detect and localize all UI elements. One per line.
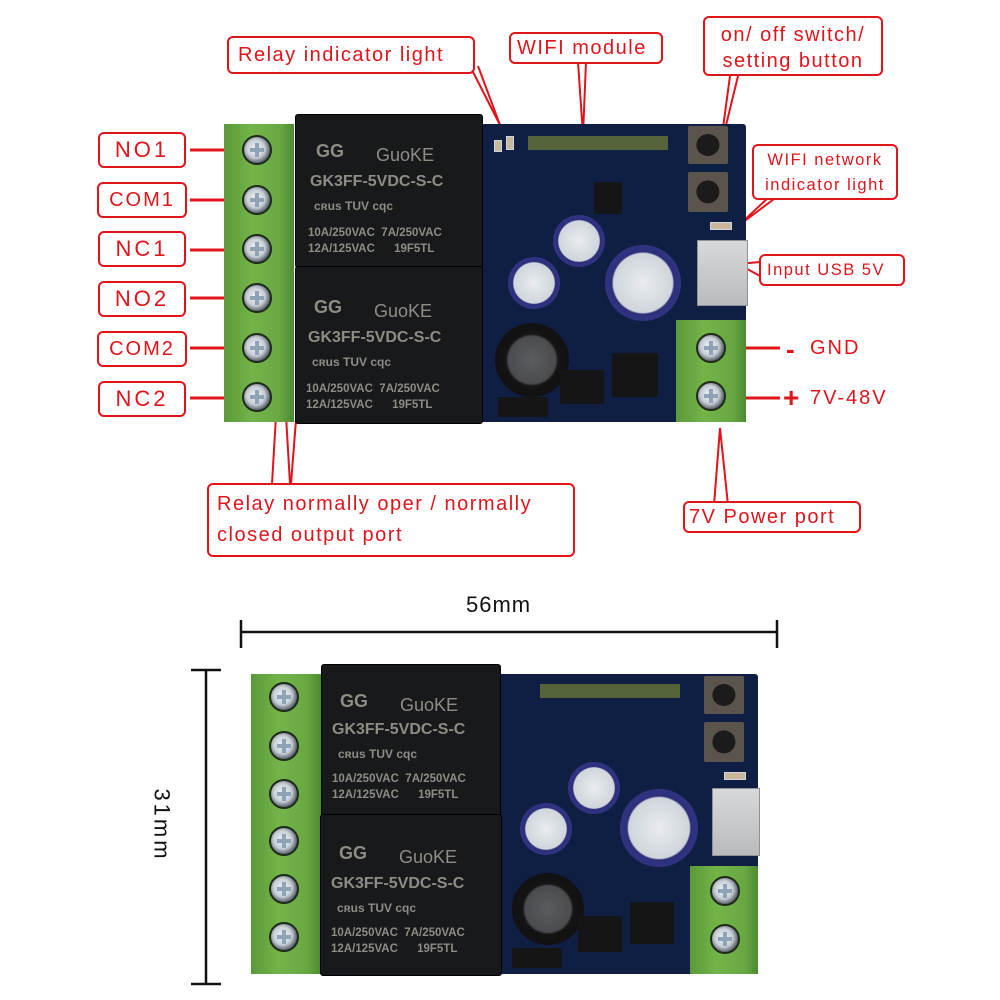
pin-label-com1: COM1 [97, 182, 187, 218]
relay-brand: GuoKE [400, 695, 459, 715]
terminal-screw [269, 779, 299, 809]
callout-power-port: 7V Power port [683, 501, 861, 533]
wifi-indicator-led [710, 222, 732, 230]
usb-port [712, 788, 760, 856]
relay-spec-2: 12A/125VAC 19F5TL [306, 399, 433, 411]
relay-cert: cʀus TUV cqc [312, 355, 392, 369]
terminal-screw [269, 922, 299, 952]
inductor [512, 873, 584, 945]
gnd-label: GND [810, 337, 861, 359]
callout-relay-output-line2: closed output port [217, 524, 403, 546]
relay-brand: GuoKE [376, 145, 435, 165]
wifi-module [528, 136, 668, 150]
pin-label-no2: NO2 [98, 281, 186, 317]
relay-brand: GuoKE [374, 301, 433, 321]
relay-spec-1: 10A/250VAC 7A/250VAC [308, 227, 442, 239]
relay-cert: cʀus TUV cqc [338, 747, 418, 761]
callout-wifi-module: WIFI module [509, 32, 663, 64]
chip-rectifier [612, 353, 658, 397]
wifi-indicator-led [724, 772, 746, 780]
vin-label: 7V-48V [810, 387, 888, 409]
chip-u1 [560, 370, 604, 404]
relay-2: GG GuoKE GK3FF-5VDC-S-C cʀus TUV cqc 10A… [295, 266, 483, 424]
callout-relay-output-line1: Relay normally oper / normally [217, 493, 533, 515]
dimension-lines [191, 620, 779, 986]
capacitor [520, 803, 572, 855]
terminal-screw [269, 731, 299, 761]
relay-logo: GG [339, 843, 368, 863]
chip-rectifier [630, 902, 674, 944]
callout-wifi-network: WIFI network indicator light [752, 144, 898, 200]
relay-spec-2: 12A/125VAC 19F5TL [331, 943, 458, 955]
callout-onoff-line2: setting button [722, 50, 864, 72]
terminal-screw-com2 [242, 333, 272, 363]
capacitor [620, 789, 698, 867]
relay-2: GG GuoKE GK3FF-5VDC-S-C cʀus TUV cqc 10A… [320, 814, 502, 976]
setting-button [688, 172, 728, 212]
terminal-screw [269, 826, 299, 856]
relay-1: GG GuoKE GK3FF-5VDC-S-C cʀus TUV cqc 10A… [295, 114, 483, 268]
capacitor [568, 762, 620, 814]
terminal-screw [710, 876, 740, 906]
height-dimension-label: 31mm [149, 788, 175, 862]
relay-logo: GG [316, 141, 345, 161]
inductor [495, 323, 569, 397]
relay-spec-1: 10A/250VAC 7A/250VAC [332, 773, 466, 785]
relay-logo: GG [314, 297, 343, 317]
terminal-screw [269, 874, 299, 904]
relay-1: GG GuoKE GK3FF-5VDC-S-C cʀus TUV cqc 10A… [321, 664, 501, 818]
relay-cert: cʀus TUV cqc [314, 199, 394, 213]
relay-logo: GG [340, 691, 369, 711]
terminal-screw-com1 [242, 185, 272, 215]
diode-d1 [512, 948, 562, 968]
chip-u1 [578, 916, 622, 952]
relay-model: GK3FF-5VDC-S-C [308, 329, 442, 346]
relay-spec-2: 12A/125VAC 19F5TL [332, 789, 459, 801]
pin-label-nc2: NC2 [98, 381, 186, 417]
relay-model: GK3FF-5VDC-S-C [310, 173, 444, 190]
callout-onoff-switch: on/ off switch/ setting button [703, 16, 883, 76]
pin-label-nc1: NC1 [98, 231, 186, 267]
relay-spec-1: 10A/250VAC 7A/250VAC [306, 383, 440, 395]
terminal-screw [710, 924, 740, 954]
usb-port [697, 240, 748, 306]
callout-wifi-network-line1: WIFI network [767, 151, 883, 169]
terminal-screw-vin [696, 381, 726, 411]
terminal-screw-no1 [242, 135, 272, 165]
callout-wifi-network-line2: indicator light [765, 176, 885, 194]
gnd-sign: - [786, 334, 797, 364]
pin-label-no1: NO1 [98, 132, 186, 168]
diode-d1 [498, 397, 548, 417]
callout-relay-output: Relay normally oper / normally closed ou… [207, 483, 575, 557]
setting-button [704, 722, 744, 762]
relay-model: GK3FF-5VDC-S-C [332, 721, 466, 738]
capacitor [553, 215, 605, 267]
terminal-screw-no2 [242, 283, 272, 313]
vin-sign: + [783, 382, 802, 413]
relay-indicator-led [506, 136, 514, 150]
terminal-screw [269, 682, 299, 712]
callout-usb-input: Input USB 5V [759, 254, 905, 286]
onoff-button [704, 676, 744, 714]
width-dimension-label: 56mm [466, 592, 532, 617]
relay-terminal-block [224, 124, 294, 422]
relay-spec-2: 12A/125VAC 19F5TL [308, 243, 435, 255]
onoff-button [688, 126, 728, 164]
power-port-pointer [713, 427, 729, 506]
callout-onoff-line1: on/ off switch/ [720, 24, 866, 46]
capacitor [508, 257, 560, 309]
capacitor [605, 245, 681, 321]
relay-cert: cʀus TUV cqc [337, 901, 417, 915]
chip-u2 [594, 182, 622, 214]
pin-label-com2: COM2 [97, 331, 187, 367]
terminal-screw-nc1 [242, 234, 272, 264]
terminal-screw-gnd [696, 333, 726, 363]
wifi-module [540, 684, 680, 698]
relay-spec-1: 10A/250VAC 7A/250VAC [331, 927, 465, 939]
relay-brand: GuoKE [399, 847, 458, 867]
relay-indicator-led [494, 140, 502, 152]
terminal-screw-nc2 [242, 382, 272, 412]
relay-model: GK3FF-5VDC-S-C [331, 875, 465, 892]
callout-relay-indicator: Relay indicator light [227, 36, 475, 74]
